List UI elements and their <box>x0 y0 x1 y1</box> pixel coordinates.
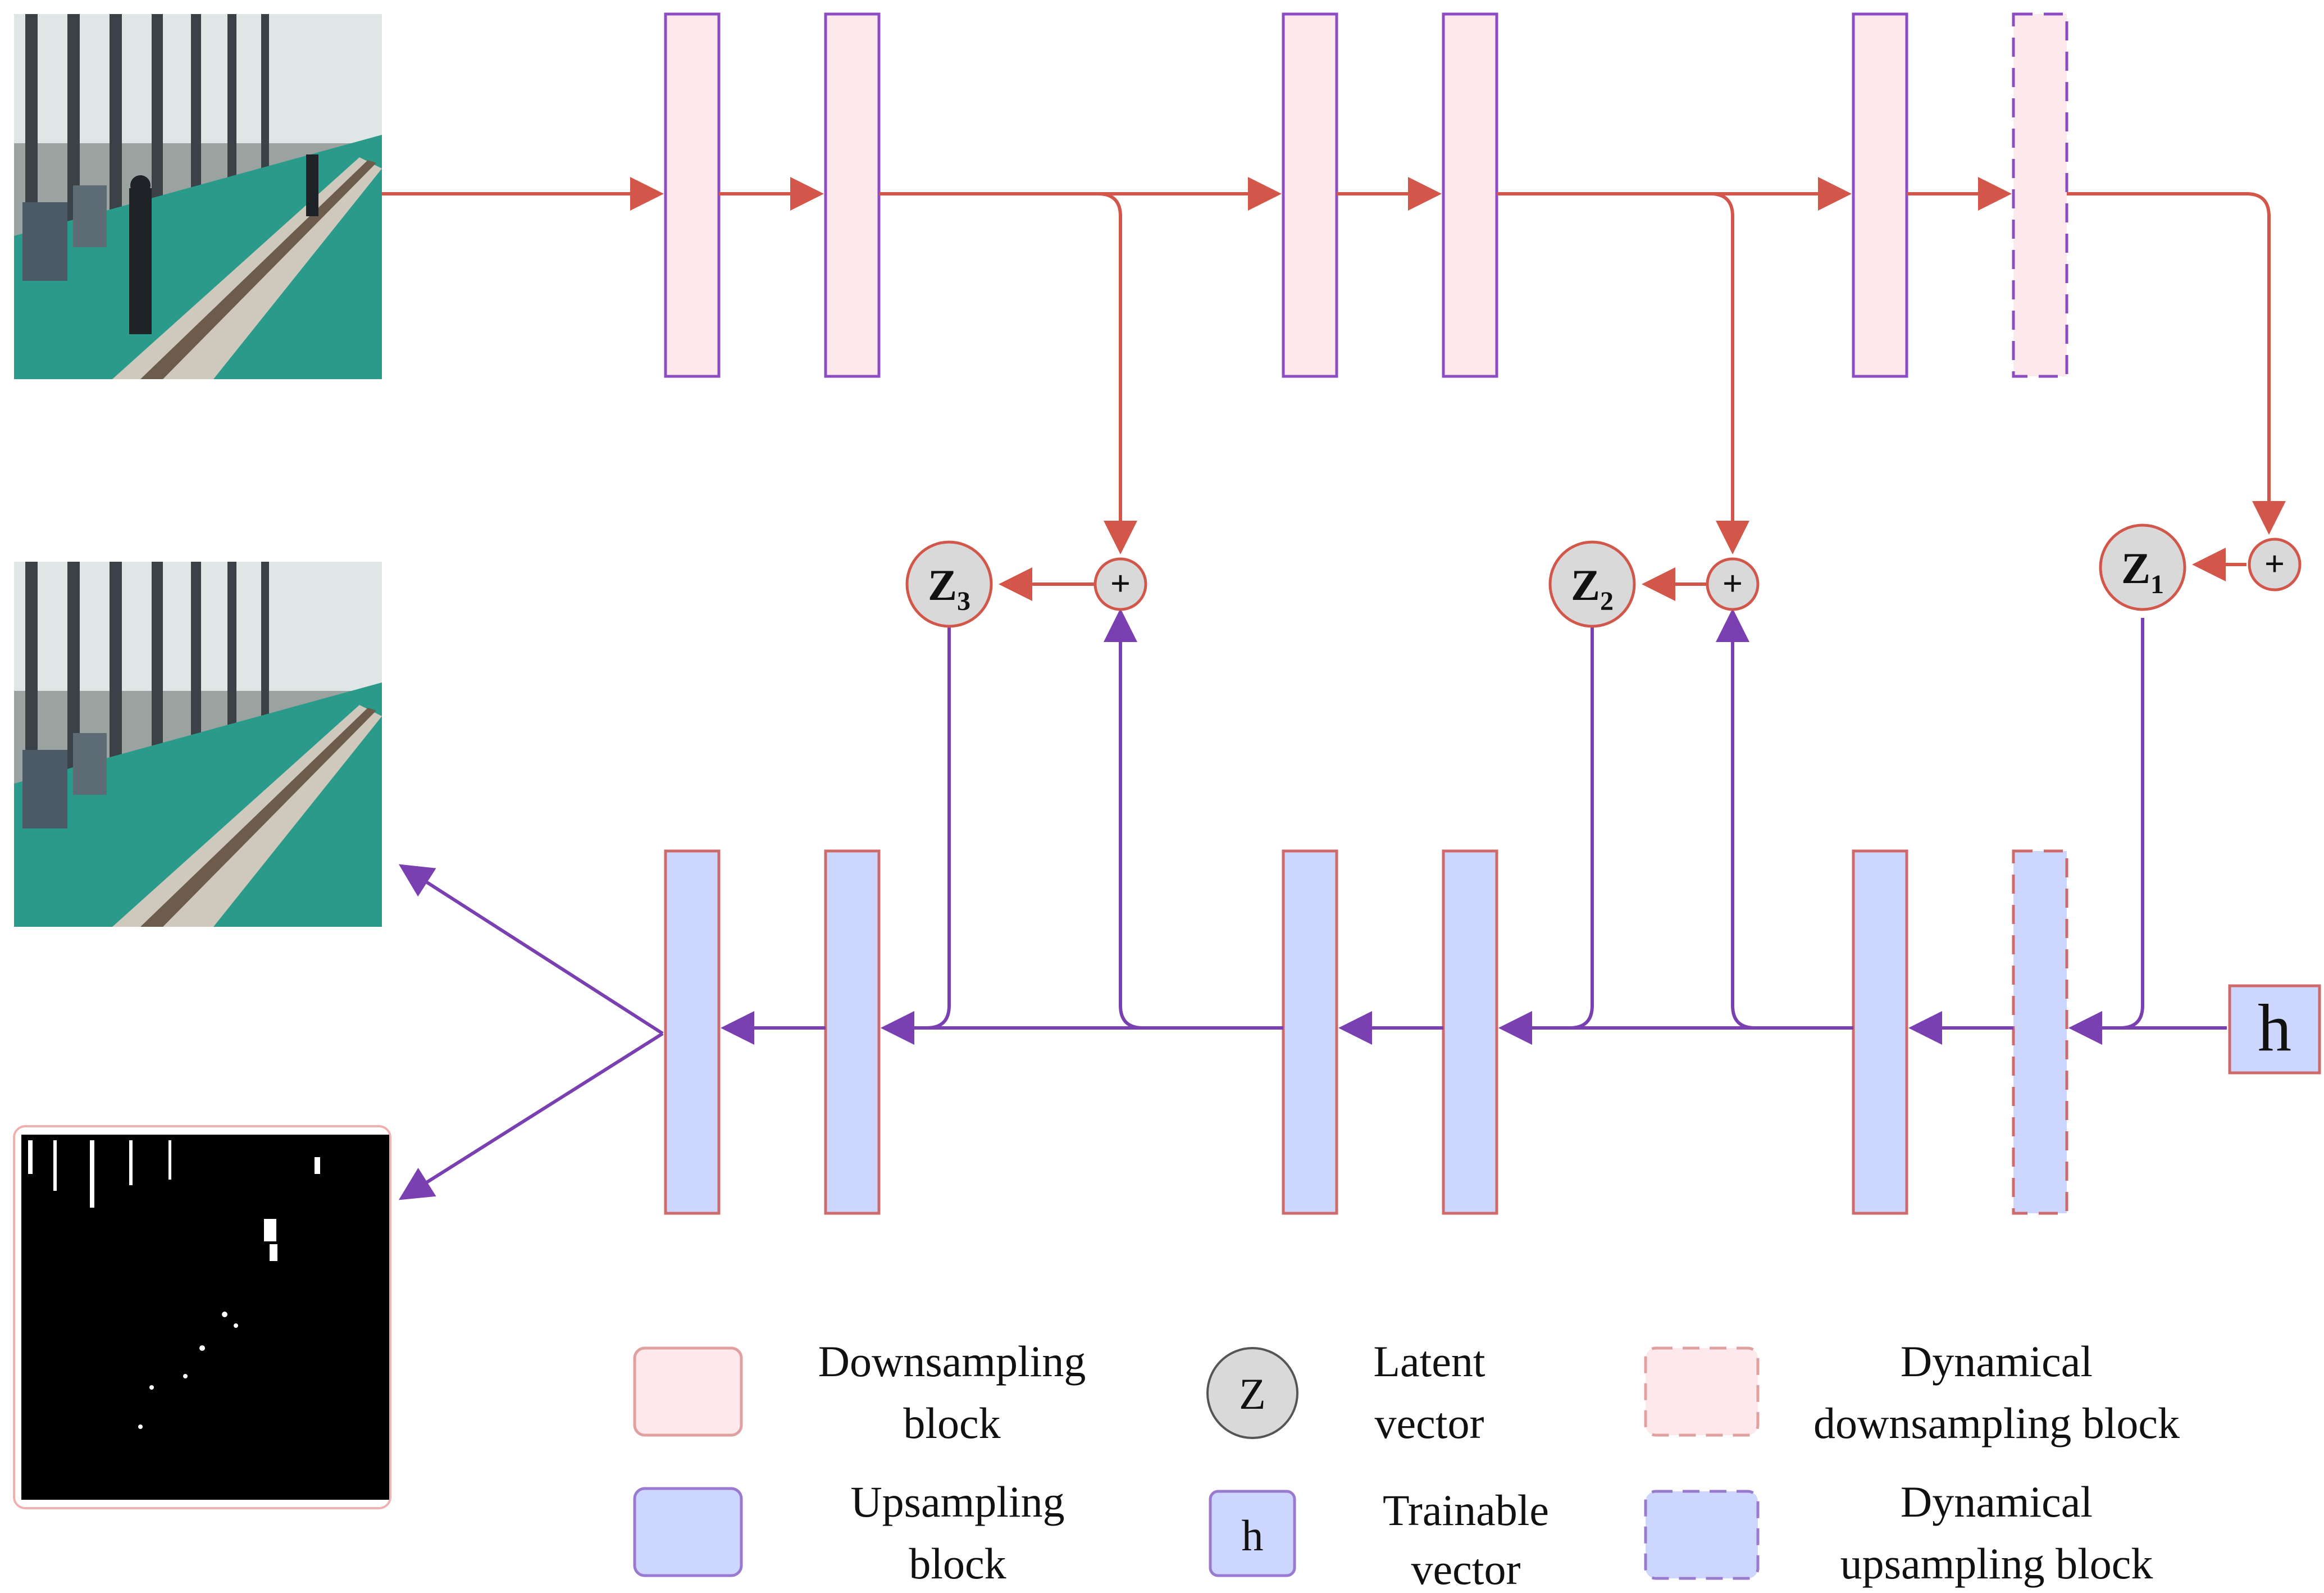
decoder-arrows <box>398 608 2227 1200</box>
input-image <box>14 14 382 379</box>
legend-downsampling-swatch <box>633 1346 743 1437</box>
foreground-mask-image <box>13 1125 391 1509</box>
encoder-row <box>664 12 2068 378</box>
downsampling-block <box>1852 12 1908 378</box>
trainable-vector-h: h <box>2228 984 2321 1075</box>
sum-node-3: + <box>1093 557 1147 611</box>
latent-node-z3: Z3 <box>905 540 993 628</box>
svg-text:upsampling block: upsampling block <box>1840 1539 2153 1588</box>
svg-text:h: h <box>2258 990 2291 1065</box>
svg-text:vector: vector <box>1411 1545 1521 1593</box>
svg-text:Trainable: Trainable <box>1383 1486 1549 1535</box>
svg-text:block: block <box>909 1539 1006 1588</box>
svg-text:Z2: Z2 <box>1571 561 1614 616</box>
svg-text:+: + <box>1723 563 1743 603</box>
legend-trainable-swatch <box>1209 1490 1296 1577</box>
svg-text:Z3: Z3 <box>928 561 970 616</box>
svg-text:Z: Z <box>1239 1369 1266 1418</box>
latent-node-z1: Z1 <box>2099 524 2186 611</box>
svg-text:Latent: Latent <box>1373 1337 1485 1386</box>
svg-text:block: block <box>903 1399 1000 1448</box>
legend-dynamical-downsampling-swatch <box>1644 1346 1760 1437</box>
reconstructed-image <box>14 562 382 927</box>
sum-node-1: + <box>2248 538 2302 591</box>
svg-text:+: + <box>1110 563 1131 603</box>
legend-dynamical-upsampling-swatch <box>1644 1490 1760 1580</box>
svg-text:Upsampling: Upsampling <box>850 1477 1064 1526</box>
legend-upsampling-swatch <box>633 1487 743 1577</box>
svg-text:vector: vector <box>1375 1399 1484 1448</box>
sum-node-2: + <box>1706 557 1760 611</box>
svg-text:+: + <box>2264 544 2285 584</box>
downsampling-block <box>824 12 881 378</box>
downsampling-block <box>1442 12 1498 378</box>
svg-text:Z1: Z1 <box>2121 544 2164 599</box>
downsampling-block <box>664 12 721 378</box>
upsampling-block <box>664 849 721 1215</box>
dynamical-upsampling-block <box>2012 849 2068 1215</box>
downsampling-block <box>1282 12 1338 378</box>
svg-text:h: h <box>1242 1511 1264 1560</box>
dynamical-downsampling-block <box>2012 12 2068 378</box>
upsampling-block <box>824 849 881 1215</box>
svg-text:downsampling block: downsampling block <box>1813 1399 2180 1448</box>
svg-text:Downsampling: Downsampling <box>818 1337 1086 1386</box>
encoder-arrows <box>382 177 2286 601</box>
upsampling-block <box>1442 849 1498 1215</box>
latent-node-z2: Z2 <box>1548 540 1636 628</box>
legend: Downsampling block Upsampling block Z La… <box>633 1337 2180 1593</box>
svg-text:Dynamical: Dynamical <box>1901 1337 2093 1386</box>
decoder-row <box>664 849 2068 1215</box>
upsampling-block <box>1852 849 1908 1215</box>
svg-text:Dynamical: Dynamical <box>1901 1477 2093 1526</box>
upsampling-block <box>1282 849 1338 1215</box>
legend-latent-swatch <box>1206 1347 1298 1439</box>
